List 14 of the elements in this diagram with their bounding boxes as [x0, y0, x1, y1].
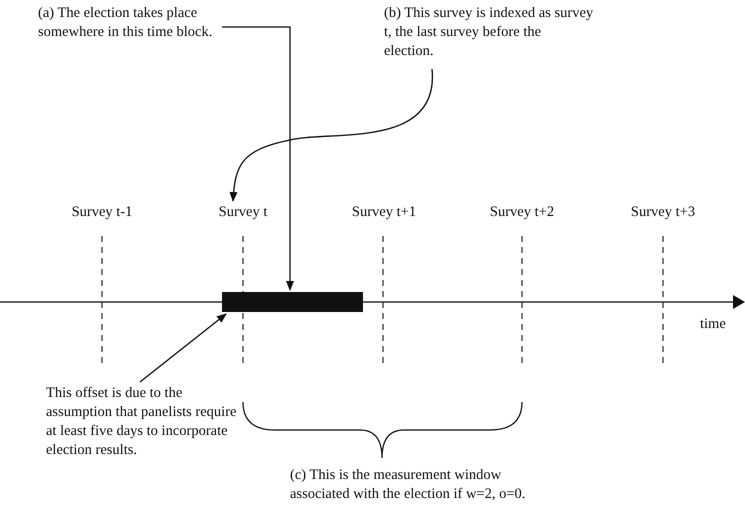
annotation-text: (a) The election takes place somewhere in this time block. — [38, 4, 228, 42]
annotation-text: (c) This is the measurement window associated with the election if w=2, o=0. — [290, 466, 526, 504]
survey-label: Survey t — [205, 203, 281, 222]
survey-label: Survey t+2 — [488, 203, 556, 222]
survey-label: Survey t-1 — [70, 203, 134, 222]
annotation-text: (b) This survey is indexed as survey t, the last survey before the election. — [384, 4, 594, 61]
leader-arrow — [140, 313, 227, 382]
survey-label: Survey t+3 — [630, 203, 696, 222]
election-time-block — [222, 292, 363, 312]
leader-arrow — [230, 68, 433, 202]
annotation-text: This offset is due to the assumption that panelists require at least five days to incorporate election results. — [46, 384, 246, 460]
leader-arrow — [222, 26, 294, 291]
axis-label: time — [700, 315, 726, 334]
survey-label: Survey t+1 — [350, 203, 418, 222]
